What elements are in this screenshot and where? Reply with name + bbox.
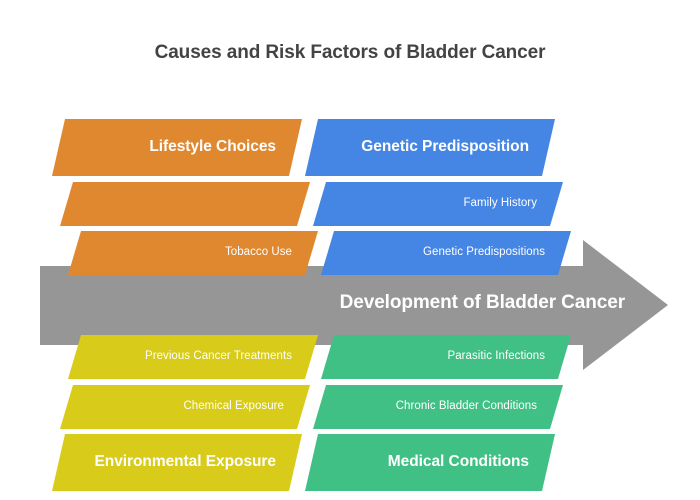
bar-tobacco-use[interactable]: Tobacco Use — [68, 231, 318, 275]
bar-label: Genetic Predisposition — [361, 138, 529, 156]
bar-label: Previous Cancer Treatments — [144, 350, 292, 363]
bar-previous-cancer-treatments[interactable]: Previous Cancer Treatments — [68, 335, 318, 379]
development-arrow-label: Development of Bladder Cancer — [339, 292, 625, 313]
bar-chemical-exposure[interactable]: Chemical Exposure — [60, 385, 310, 429]
bar-chronic-bladder-conditions[interactable]: Chronic Bladder Conditions — [313, 385, 563, 429]
bar-lifestyle-choices-item-1[interactable] — [60, 182, 310, 226]
bar-parasitic-infections[interactable]: Parasitic Infections — [321, 335, 571, 379]
bar-label: Family History — [463, 197, 537, 210]
bar-label: Environmental Exposure — [94, 453, 276, 471]
bar-lifestyle-choices[interactable]: Lifestyle Choices — [52, 119, 302, 176]
bar-label: Lifestyle Choices — [149, 138, 276, 156]
bar-label: Chronic Bladder Conditions — [395, 400, 537, 413]
bar-genetic-predispositions[interactable]: Genetic Predispositions — [321, 231, 571, 275]
bar-family-history[interactable]: Family History — [313, 182, 563, 226]
bar-label: Tobacco Use — [224, 246, 292, 259]
bar-environmental-exposure[interactable]: Environmental Exposure — [52, 434, 302, 491]
page-title: Causes and Risk Factors of Bladder Cance… — [154, 42, 546, 63]
bar-medical-conditions[interactable]: Medical Conditions — [305, 434, 555, 491]
bar-label: Parasitic Infections — [447, 350, 545, 363]
bar-genetic-predisposition[interactable]: Genetic Predisposition — [305, 119, 555, 176]
bar-label: Medical Conditions — [387, 453, 529, 471]
bar-label: Chemical Exposure — [183, 400, 284, 413]
bar-label: Genetic Predispositions — [423, 246, 545, 259]
